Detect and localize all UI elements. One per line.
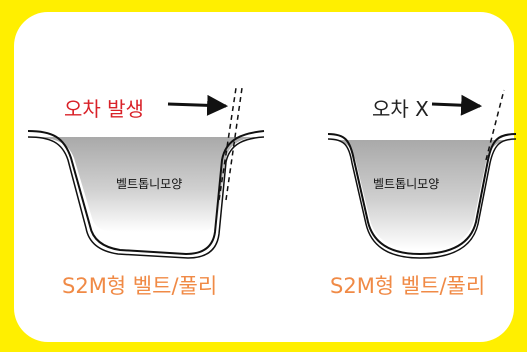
arrow-right — [431, 94, 483, 116]
arrow-left — [167, 94, 229, 116]
belt-tooth-shape-label-left: 벨트톱니모양 — [116, 177, 183, 191]
belt-tooth-right — [330, 140, 514, 250]
pulley-groove-left-inner — [27, 136, 265, 259]
pulley-groove-right-inner — [327, 138, 517, 259]
pulley-groove-left-outer — [27, 130, 265, 256]
pulley-groove-right-outer — [327, 133, 517, 256]
error-occurred-label: 오차 발생 — [64, 97, 144, 121]
tilt-dash-left-b — [218, 87, 237, 201]
tilt-dash-right — [485, 89, 505, 161]
caption-left: S2M형 벨트/풀리 — [62, 274, 218, 298]
belt-tooth-left — [28, 137, 262, 232]
belt-tooth-shape-label-right: 벨트톱니모양 — [373, 177, 440, 191]
tilt-dash-left-a — [225, 87, 243, 201]
no-error-label: 오차 X — [372, 97, 429, 121]
caption-right: S2M형 벨트/풀리 — [330, 274, 486, 298]
